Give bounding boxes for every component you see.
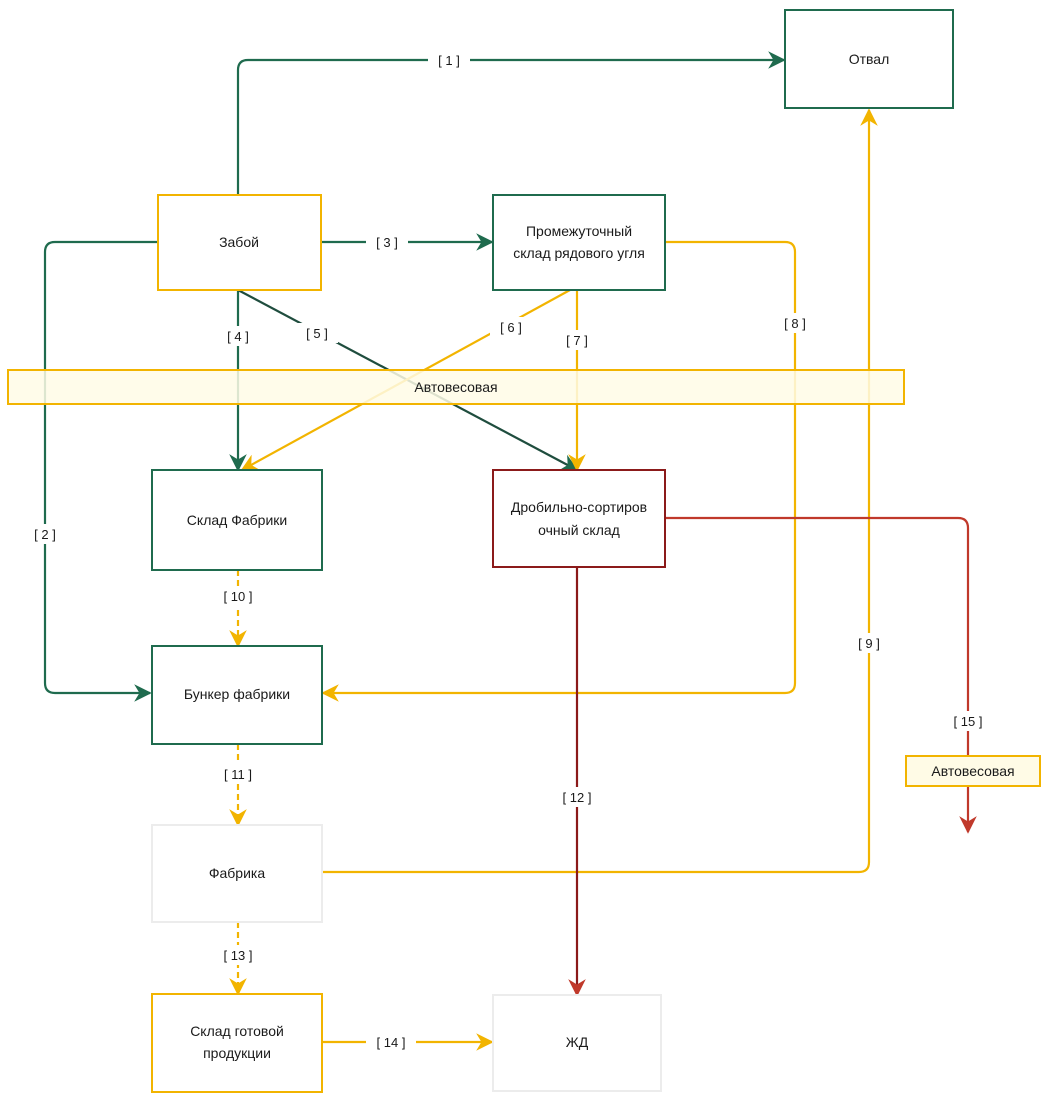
node-otval-label: Отвал	[849, 51, 890, 67]
node-bunker-label: Бункер фабрики	[184, 686, 290, 702]
edge-label-12: [ 12 ]	[563, 790, 592, 805]
node-bunker	[151, 645, 323, 745]
node-otval	[784, 9, 954, 109]
edge-1	[236, 51, 786, 195]
node-intermediate-label-2: склад рядового угля	[513, 245, 645, 261]
node-zaboi-label: Забой	[219, 234, 259, 250]
edge-label-4: [ 4 ]	[227, 329, 249, 344]
edge-label-2: [ 2 ]	[34, 527, 56, 542]
edge-8	[321, 240, 797, 702]
node-factory-label: Фабрика	[209, 865, 265, 881]
node-factory	[151, 824, 323, 923]
node-rail	[492, 994, 662, 1092]
node-rail-label: ЖД	[566, 1034, 589, 1050]
edge-label-13: [ 13 ]	[224, 948, 253, 963]
node-crushing-store	[492, 469, 666, 568]
edge-labels: [ 1 ] [ 2 ] [ 3 ] [ 4 ] [ 5 ] [ 6 ] [ 7 …	[24, 50, 994, 1052]
edge-label-5: [ 5 ]	[306, 326, 328, 341]
edge-label-7: [ 7 ]	[566, 333, 588, 348]
edge-label-6: [ 6 ]	[500, 320, 522, 335]
node-intermediate-store	[492, 194, 666, 291]
node-weighbridge-right	[905, 755, 1041, 787]
edge-9	[321, 108, 878, 874]
edge-label-14: [ 14 ]	[377, 1035, 406, 1050]
edge-label-1: [ 1 ]	[438, 53, 460, 68]
edge-label-15: [ 15 ]	[954, 714, 983, 729]
node-zaboi	[157, 194, 322, 291]
edge-label-3: [ 3 ]	[376, 235, 398, 250]
edge-label-11: [ 11 ]	[224, 767, 252, 782]
edge-label-9: [ 9 ]	[858, 636, 880, 651]
node-factory-store-label: Склад Фабрики	[187, 512, 287, 528]
node-crushing-label-2: очный склад	[538, 522, 620, 538]
node-finished-label-2: продукции	[203, 1045, 271, 1061]
edge-2	[43, 240, 158, 702]
edge-15	[665, 516, 977, 834]
node-finished-label-1: Склад готовой	[190, 1023, 284, 1039]
edge-label-8: [ 8 ]	[784, 316, 806, 331]
node-crushing-label-1: Дробильно-сортиров	[511, 499, 647, 515]
node-weighbridge-right-label: Автовесовая	[931, 763, 1014, 779]
node-finished-store	[151, 993, 323, 1093]
node-intermediate-label-1: Промежуточный	[526, 223, 632, 239]
node-factory-store	[151, 469, 323, 571]
weighbridge-band-label: Автовесовая	[414, 379, 497, 395]
weighbridge-band	[7, 369, 905, 405]
edge-label-10: [ 10 ]	[224, 589, 253, 604]
